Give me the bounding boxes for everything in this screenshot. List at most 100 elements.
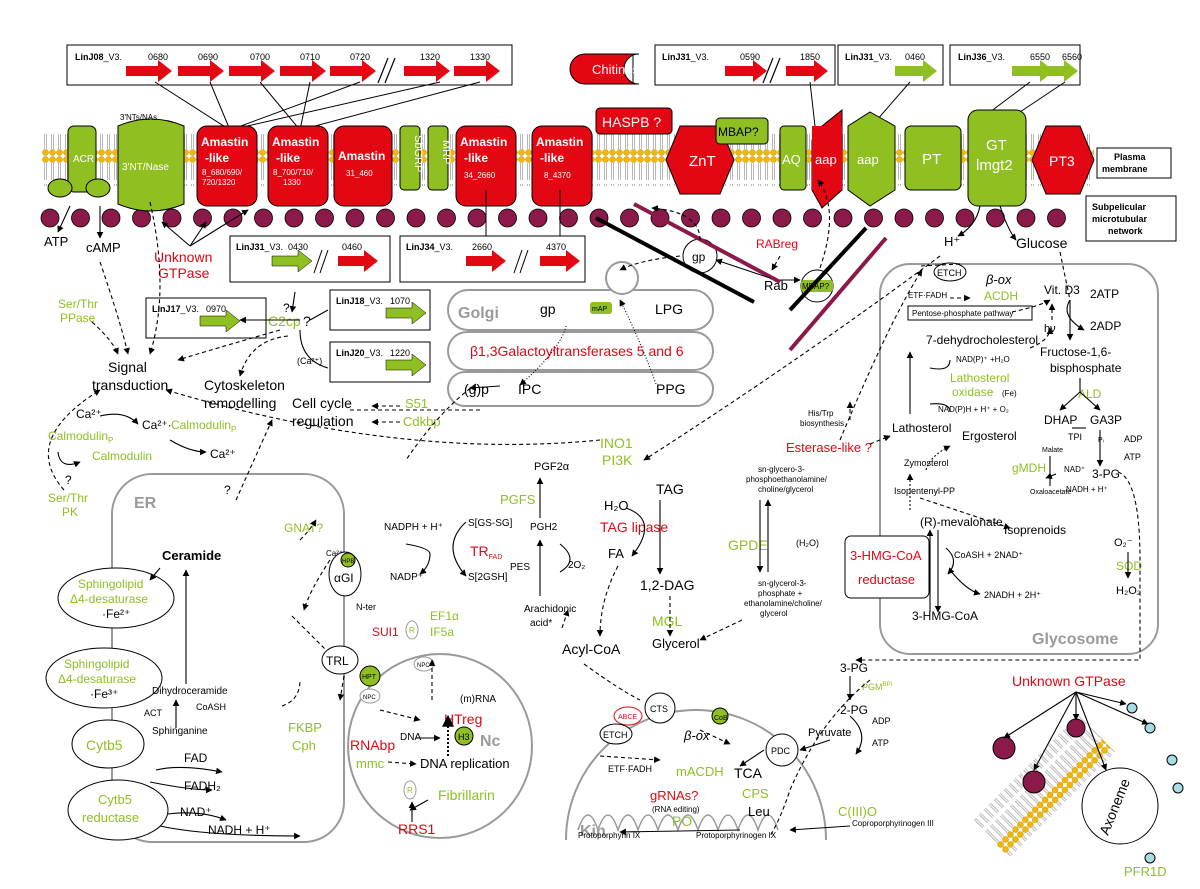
fadh2: FADH₂ (184, 779, 221, 793)
microtubule-granule (101, 208, 121, 228)
fa: FA (608, 546, 624, 561)
superoxide: O₂⁻ (1114, 537, 1133, 549)
amastin-name: Amastin (536, 135, 583, 149)
hpb: HPB (342, 559, 354, 565)
aap-label: aap (815, 152, 837, 167)
rnabp: RNAbp (350, 737, 395, 753)
microtubule-granule (894, 208, 914, 228)
gene-arrow (404, 60, 450, 82)
mbap-protein: MBAP? (715, 117, 769, 145)
sgs: S[GS-SG] (468, 518, 513, 529)
kin-title: Kin (580, 823, 606, 840)
hmg-coa-reductase: 3-HMG-CoA (850, 548, 922, 563)
adp: 2ADP (1090, 319, 1121, 333)
etch: ETCH (603, 730, 628, 740)
question-mark: ? (283, 301, 290, 315)
lipid-metabolism: H₂O TAG TAG lipase FA 1,2-DAG MGL Glycer… (562, 465, 828, 657)
sphingo-desaturase: Sphingolipid (78, 577, 143, 591)
oxaloacetate: Oxaloacetate (1030, 489, 1071, 496)
pt3-label: PT3 (1049, 153, 1075, 169)
etf-fadh: ETF·FADH (908, 291, 947, 300)
microtubule-granule (406, 208, 426, 228)
sui1: SUI1 (372, 625, 399, 639)
c2cp-question: ? (303, 313, 311, 329)
ser-thr-ppase: PPase (60, 311, 96, 325)
haspb: HASPB ? (595, 107, 673, 135)
gene-label: 2660 (472, 242, 492, 252)
gene-arrow (786, 60, 828, 82)
alpha-gi: αGI (334, 571, 354, 585)
grnas: gRNAs? (650, 788, 698, 803)
gene-label: 1220 (390, 348, 410, 358)
glycerol-3-phosphate: glycerol (760, 609, 788, 618)
nadh: 2NADH + 2H⁺ (984, 590, 1041, 600)
cytb5-reductase: Cytb5 (98, 792, 132, 807)
pgm: PGMBPI (862, 682, 893, 692)
microtubule-granule (40, 208, 60, 228)
nadph: NAD(P)H + H⁺ + O₂ (938, 405, 1009, 414)
calmodulin-p: CalmodulinP (48, 429, 113, 445)
haspb-label: HASPB ? (602, 114, 661, 130)
aap-label: aap (857, 152, 879, 167)
gpde: GPDE (728, 537, 768, 553)
plasma-line: membrane (1102, 164, 1148, 174)
calcium: Ca²⁺ (210, 447, 236, 461)
nadph: NADPH + H⁺ (384, 522, 443, 533)
htreg: HTreg (444, 711, 482, 727)
microtubule-granule (711, 208, 731, 228)
atp: ATP (1124, 452, 1141, 462)
amastin-like-2: Amastin -like 8_700/710/ 1330 (267, 125, 329, 207)
microtubule-granule (193, 208, 212, 228)
nad: NAD⁺ (180, 805, 212, 819)
cytoskeleton-remodelling: remodelling (204, 395, 276, 411)
c2cp: C2cp (268, 313, 301, 329)
gp-vesicle: gp (692, 250, 706, 264)
gene-label: 1070 (390, 296, 410, 306)
amastin-3: Amastin 31_460 (333, 125, 393, 207)
gene-arrow (1012, 60, 1054, 82)
beta-ox: β-ox (683, 728, 710, 743)
amastin-id: 8_680/690/ (202, 168, 243, 177)
microtubule-granule (376, 208, 395, 228)
plasma-membrane-label: Plasma membrane (1096, 147, 1172, 179)
gene-arrow (126, 60, 172, 82)
nucleotidase-protein: 3'NTs/NAs 3'NT/Nase (117, 113, 185, 212)
leucine: Leu (748, 804, 770, 819)
gene-label: 0460 (905, 52, 925, 62)
acdh: ACDH (984, 289, 1018, 303)
sphingo-desaturase: Δ4-desaturase (58, 672, 136, 686)
dag: 1,2-DAG (640, 577, 694, 593)
calcium: Ca²⁺ (76, 407, 102, 421)
ser-thr-pk: Ser/Thr (48, 491, 88, 505)
amastin-id: 31_460 (346, 169, 373, 178)
aap-transporter-2: aap (847, 111, 896, 207)
unknown-gtpase: Unknown GTPase (1012, 673, 1126, 689)
gene-arrow (466, 250, 506, 272)
microtubule-granule (284, 208, 304, 228)
rna-editing: (RNA editing) (652, 805, 700, 814)
gene-arrows (126, 60, 1078, 82)
gene-label: 0700 (250, 52, 270, 62)
amastin-like-5: Amastin -like 8_4370 (531, 125, 593, 207)
glycerophosphoethanolamine: sn-glycero-3- (758, 465, 805, 474)
gt-label: GT (986, 137, 1007, 154)
sbgrp-protein: SbGRP (399, 125, 424, 191)
r-label: R (407, 786, 413, 795)
nad: NAD⁺ (1064, 465, 1085, 474)
cytosolic-glycolysis: 3-PG PGMBPI 2-PG ADP ATP Unknown GTPase (840, 661, 1126, 748)
lathosterol-oxidase: oxidase (952, 385, 994, 399)
pathway-arrows (47, 179, 1149, 840)
tpi: TPI (1068, 432, 1082, 442)
kinetoplast: Kin ABCE CTS ETCH CoB β-ox ETF·FADH mACD… (565, 692, 934, 841)
mbap-label: MBAP? (718, 125, 759, 139)
sphingo-desaturase: Sphingolipid (64, 657, 129, 671)
amastin-name: Amastin (201, 135, 248, 149)
gene-label: 0710 (300, 52, 320, 62)
gmdh: gMDH (1012, 461, 1046, 475)
pgf2a: PGF2α (534, 461, 570, 473)
sod: SOD (1116, 559, 1142, 573)
dna-replication: DNA replication (420, 756, 510, 771)
ser-thr-pk: PK (62, 505, 78, 519)
fructose-bisphosphate: bisphosphate (1050, 361, 1122, 375)
cell-cycle-regulation: Cell cycle (292, 395, 352, 411)
